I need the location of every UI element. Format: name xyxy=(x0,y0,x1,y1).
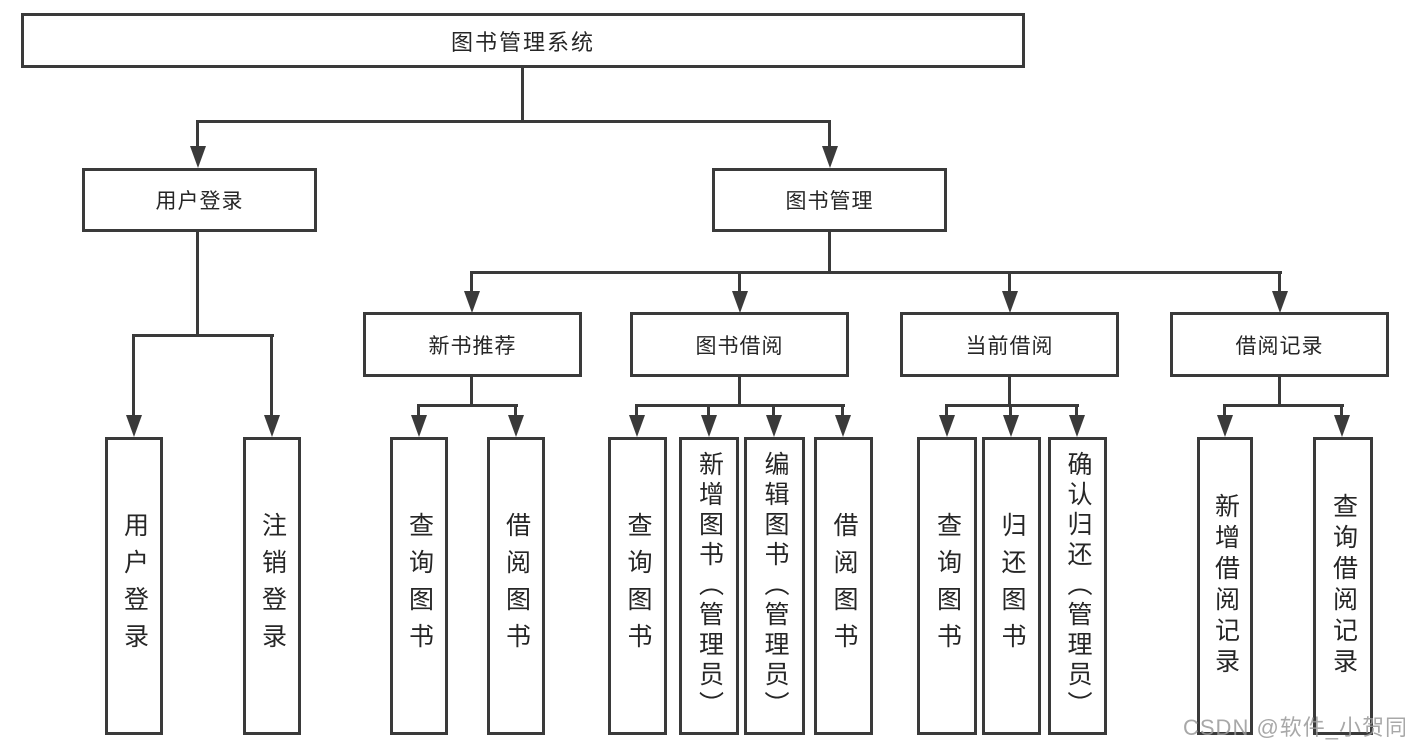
connector-line xyxy=(470,273,473,293)
leaf-edit-book-admin: 编辑图书（管理员） xyxy=(744,437,805,735)
connector-line xyxy=(417,406,420,417)
leaf-label: 查询图书 xyxy=(624,512,652,660)
arrowhead xyxy=(701,415,717,437)
arrowhead xyxy=(1069,415,1085,437)
node-label: 当前借阅 xyxy=(965,334,1054,358)
node-label: 图书管理 xyxy=(785,190,874,213)
connector-line xyxy=(945,404,1079,407)
leaf-label: 注销登录 xyxy=(258,512,287,660)
connector-line xyxy=(772,406,775,417)
connector-line xyxy=(132,334,274,337)
leaf-label: 确认归还（管理员） xyxy=(1064,451,1092,721)
leaf-label: 用户登录 xyxy=(120,512,149,660)
connector-line xyxy=(514,406,517,417)
arrowhead xyxy=(822,146,838,168)
connector-line xyxy=(470,375,473,407)
connector-line xyxy=(635,404,845,407)
leaf-confirm-return-admin: 确认归还（管理员） xyxy=(1048,437,1107,735)
connector-line xyxy=(828,230,831,274)
node-label: 图书借阅 xyxy=(695,334,784,358)
connector-line xyxy=(828,122,831,148)
connector-line xyxy=(1008,273,1011,293)
node-label: 用户登录 xyxy=(155,190,244,213)
arrowhead xyxy=(1217,415,1233,437)
leaf-borrow-books: 借阅图书 xyxy=(487,437,545,735)
connector-line xyxy=(945,406,948,417)
arrowhead xyxy=(732,291,748,313)
arrowhead xyxy=(190,146,206,168)
leaf-label: 借阅图书 xyxy=(502,512,531,660)
connector-line xyxy=(1223,404,1344,407)
connector-line xyxy=(1340,406,1343,417)
leaf-label: 查询借阅记录 xyxy=(1329,493,1358,679)
connector-line xyxy=(738,273,741,293)
connector-line xyxy=(1278,375,1281,407)
node-label: 新书推荐 xyxy=(428,334,517,358)
csdn-watermark: CSDN @软件_小贺同学 xyxy=(1183,715,1405,740)
arrowhead xyxy=(464,291,480,313)
connector-line xyxy=(270,336,273,416)
leaf-label: 借阅图书 xyxy=(830,512,858,660)
node-new-book-recommend: 新书推荐 xyxy=(363,312,582,377)
connector-line xyxy=(1075,406,1078,417)
node-current-borrowing: 当前借阅 xyxy=(900,312,1119,377)
connector-line xyxy=(1009,406,1012,417)
arrowhead xyxy=(1003,415,1019,437)
leaf-query-borrow-record: 查询借阅记录 xyxy=(1313,437,1373,735)
node-label: 借阅记录 xyxy=(1235,334,1324,358)
leaf-borrow-books: 借阅图书 xyxy=(814,437,873,735)
leaf-label: 查询图书 xyxy=(405,512,434,660)
connector-line xyxy=(132,336,135,416)
arrowhead xyxy=(264,415,280,437)
connector-line xyxy=(417,404,518,407)
connector-line xyxy=(1278,273,1281,293)
leaf-query-books: 查询图书 xyxy=(390,437,448,735)
node-root-system: 图书管理系统 xyxy=(21,13,1025,68)
connector-line xyxy=(707,406,710,417)
connector-line xyxy=(521,66,524,122)
arrowhead xyxy=(1334,415,1350,437)
leaf-return-books: 归还图书 xyxy=(982,437,1041,735)
connector-line xyxy=(1008,375,1011,407)
arrowhead xyxy=(835,415,851,437)
arrowhead xyxy=(126,415,142,437)
arrowhead xyxy=(939,415,955,437)
node-label: 图书管理系统 xyxy=(450,29,595,55)
leaf-query-books: 查询图书 xyxy=(608,437,667,735)
connector-line xyxy=(841,406,844,417)
connector-line xyxy=(196,120,831,123)
node-borrow-records: 借阅记录 xyxy=(1170,312,1389,377)
connector-line xyxy=(1223,406,1226,417)
leaf-label: 归还图书 xyxy=(998,512,1026,660)
arrowhead xyxy=(629,415,645,437)
leaf-add-borrow-record: 新增借阅记录 xyxy=(1197,437,1253,735)
leaf-logout: 注销登录 xyxy=(243,437,301,735)
leaf-add-book-admin: 新增图书（管理员） xyxy=(679,437,739,735)
leaf-label: 新增借阅记录 xyxy=(1211,493,1240,679)
arrowhead xyxy=(411,415,427,437)
arrowhead xyxy=(508,415,524,437)
arrowhead xyxy=(1272,291,1288,313)
node-book-borrowing: 图书借阅 xyxy=(630,312,849,377)
arrowhead xyxy=(1002,291,1018,313)
leaf-label: 查询图书 xyxy=(933,512,962,660)
connector-line xyxy=(738,375,741,407)
leaf-label: 编辑图书（管理员） xyxy=(761,451,789,721)
connector-line xyxy=(196,122,199,148)
node-user-login: 用户登录 xyxy=(82,168,317,232)
leaf-user-login: 用户登录 xyxy=(105,437,163,735)
node-book-management: 图书管理 xyxy=(712,168,947,232)
connector-line xyxy=(470,271,1282,274)
connector-line xyxy=(635,406,638,417)
arrowhead xyxy=(766,415,782,437)
leaf-label: 新增图书（管理员） xyxy=(695,451,724,721)
connector-line xyxy=(196,230,199,337)
leaf-query-books: 查询图书 xyxy=(917,437,977,735)
